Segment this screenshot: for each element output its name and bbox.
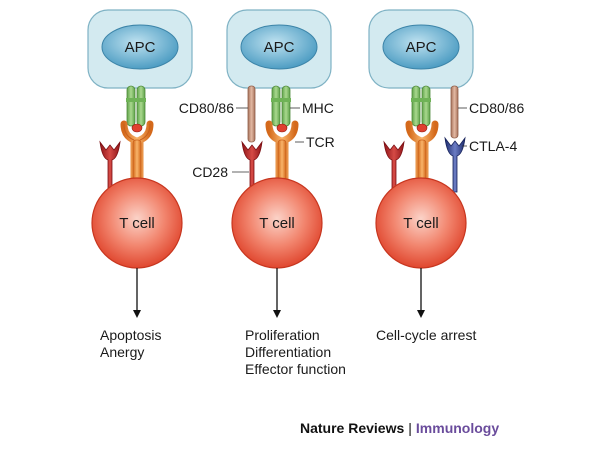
apc-label: APC <box>125 39 156 56</box>
cd80-86-label: CD80/86 <box>469 100 524 116</box>
peptide <box>131 123 143 133</box>
ctla4-label: CTLA-4 <box>469 138 517 154</box>
t-cell-label: T cell <box>259 215 295 232</box>
apc-label: APC <box>264 39 295 56</box>
apc-nucleus <box>101 24 179 70</box>
panel-proliferation: APC T cell CD80/86 MHC TCR CD28 <box>179 9 335 318</box>
ctla4-receptor <box>444 136 466 193</box>
apc-nucleus <box>382 24 460 70</box>
mhc-molecule <box>271 85 291 127</box>
credit-separator: | <box>408 420 412 436</box>
journal-name: Immunology <box>415 420 500 436</box>
t-cell-label: T cell <box>119 215 155 232</box>
outcome-left: Apoptosis Anergy <box>100 327 161 361</box>
apc-label: APC <box>406 39 437 56</box>
outcome-proliferation: Proliferation <box>245 327 320 343</box>
outcome-middle: Proliferation Differentiation Effector f… <box>245 327 346 378</box>
outcome-right: Cell-cycle arrest <box>376 327 476 344</box>
panel-apoptosis: APC T cell <box>87 9 193 318</box>
outcome-differentiation: Differentiation <box>245 344 332 360</box>
cd80-86-ligand <box>247 85 256 143</box>
cd28-receptor <box>241 140 263 193</box>
cd80-86-label: CD80/86 <box>179 100 234 116</box>
mhc-label: MHC <box>302 100 334 116</box>
cd28-receptor <box>383 140 405 193</box>
outcome-arrowhead <box>417 310 425 318</box>
t-cell-label: T cell <box>403 215 439 232</box>
apc-nucleus <box>240 24 318 70</box>
tcr-label: TCR <box>306 134 335 150</box>
outcome-arrowhead <box>133 310 141 318</box>
peptide <box>416 123 428 133</box>
cd80-86-ligand <box>450 85 459 139</box>
panel-cell-cycle-arrest: APC T cell CD80/86 CTLA-4 <box>368 9 524 318</box>
outcome-anergy: Anergy <box>100 344 145 360</box>
outcome-cell-cycle-arrest: Cell-cycle arrest <box>376 327 477 343</box>
outcome-effector-function: Effector function <box>245 361 346 377</box>
outcome-apoptosis: Apoptosis <box>100 327 162 343</box>
publisher-name: Nature Reviews <box>300 420 405 436</box>
mhc-molecule <box>411 85 431 127</box>
peptide <box>276 123 288 133</box>
outcome-arrowhead <box>273 310 281 318</box>
cd28-receptor <box>99 140 121 193</box>
publisher-credit: Nature Reviews|Immunology <box>300 420 499 436</box>
cd28-label: CD28 <box>192 164 228 180</box>
mhc-molecule <box>126 85 146 127</box>
